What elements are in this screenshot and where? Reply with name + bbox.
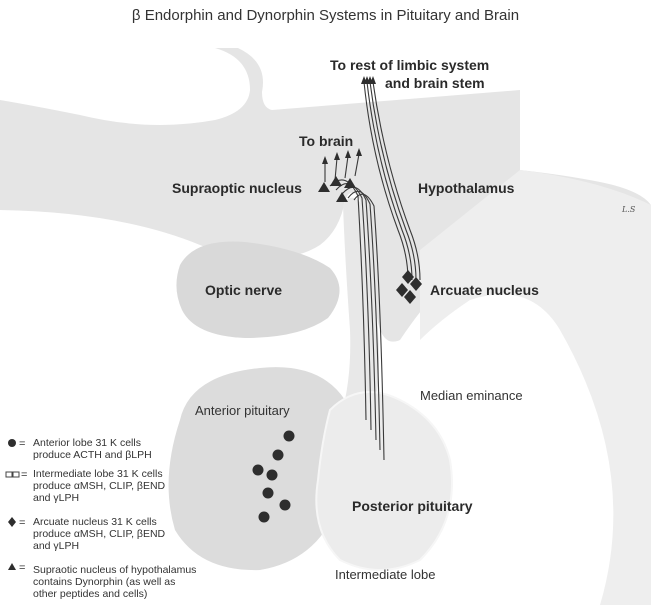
limbic-arrowheads <box>361 76 376 84</box>
svg-text:=: = <box>19 517 25 529</box>
label-anterior-pituitary: Anterior pituitary <box>195 403 290 418</box>
legend-circle-symbol <box>8 439 16 447</box>
label-supraoptic-nucleus: Supraoptic nucleus <box>172 180 302 196</box>
artist-signature: L.S <box>622 205 635 214</box>
svg-text:=: = <box>21 469 27 481</box>
label-posterior-pituitary: Posterior pituitary <box>352 498 473 514</box>
legend-item-intermediate-lobe: Intermediate lobe 31 K cells produce αMS… <box>33 468 165 504</box>
posterior-pituitary-shape <box>316 392 452 570</box>
legend-triangle-symbol <box>8 563 16 570</box>
label-median-eminence: Median eminance <box>420 388 523 403</box>
label-hypothalamus: Hypothalamus <box>418 180 514 196</box>
label-limbic-system: To rest of limbic system <box>330 57 489 73</box>
label-brain-stem: and brain stem <box>385 75 485 91</box>
legend-item-supraoptic-nucleus: Supraotic nucleus of hypothalamus contai… <box>33 564 196 600</box>
legend-rect-symbol <box>6 472 12 477</box>
label-intermediate-lobe: Intermediate lobe <box>335 567 435 582</box>
legend-symbols: = = = = <box>6 438 27 574</box>
label-optic-nerve: Optic nerve <box>205 282 282 298</box>
legend-diamond-symbol <box>8 517 16 527</box>
label-to-brain: To brain <box>299 133 353 149</box>
legend-item-anterior-lobe: Anterior lobe 31 K cells produce ACTH an… <box>33 437 152 461</box>
svg-text:=: = <box>19 562 25 574</box>
legend-item-arcuate-nucleus: Arcuate nucleus 31 K cells produce αMSH,… <box>33 516 165 552</box>
diagram-title: β Endorphin and Dynorphin Systems in Pit… <box>0 7 651 24</box>
svg-text:=: = <box>19 438 25 450</box>
label-arcuate-nucleus: Arcuate nucleus <box>430 282 539 298</box>
